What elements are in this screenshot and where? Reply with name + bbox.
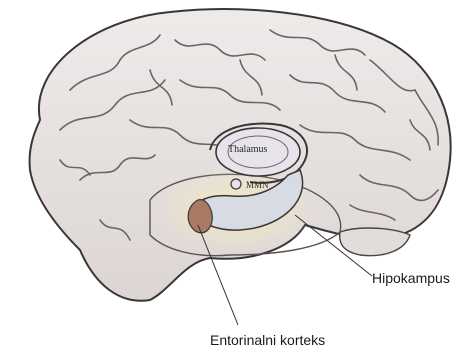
entorinalni-korteks-label: Entorinalni korteks [210,332,325,348]
entorhinal-cortex-structure [188,200,212,233]
thalamus-label: Thalamus [228,144,268,155]
cerebellum-outline [340,228,410,256]
mmn-label: MMN [246,180,269,190]
hipokampus-label: Hipokampus [372,270,450,286]
mammillary-body [231,179,241,189]
